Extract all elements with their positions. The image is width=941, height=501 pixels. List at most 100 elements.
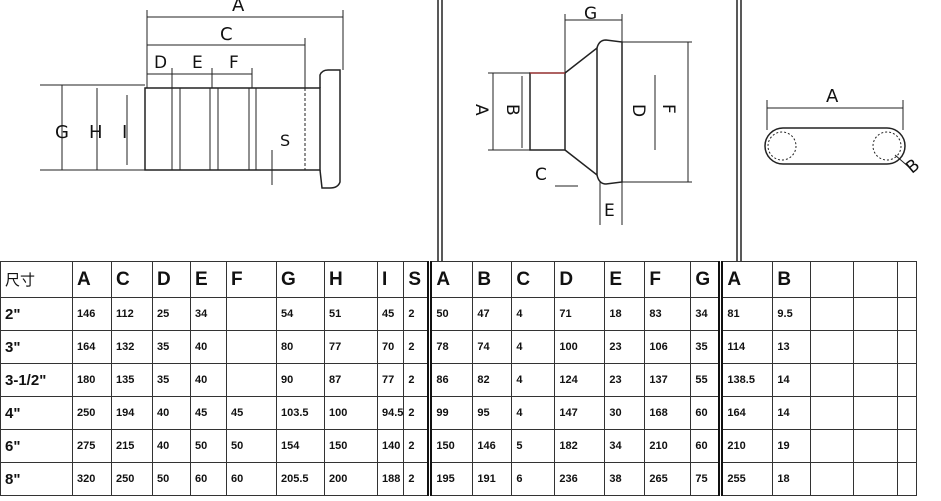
- value-cell: 83: [644, 297, 692, 331]
- dim-label: F: [658, 104, 678, 114]
- value-cell: 4: [511, 396, 556, 430]
- value-cell: 2: [403, 330, 430, 364]
- value-cell: 50: [152, 462, 191, 496]
- value-cell: 80: [276, 330, 325, 364]
- value-cell: 164: [72, 330, 112, 364]
- value-cell: B: [472, 261, 513, 298]
- value-cell: [810, 429, 855, 463]
- value-cell: [897, 396, 918, 430]
- value-cell: F: [226, 261, 277, 298]
- size-cell: 8": [0, 462, 73, 496]
- value-cell: D: [152, 261, 191, 298]
- value-cell: G: [276, 261, 325, 298]
- value-cell: 19: [772, 429, 812, 463]
- value-cell: 146: [72, 297, 112, 331]
- value-cell: 150: [324, 429, 378, 463]
- value-cell: 275: [72, 429, 112, 463]
- value-cell: 90: [276, 363, 325, 397]
- value-cell: 2: [403, 462, 430, 496]
- value-cell: 18: [604, 297, 646, 331]
- value-cell: 14: [772, 363, 812, 397]
- value-cell: 45: [226, 396, 277, 430]
- value-cell: [897, 462, 918, 496]
- value-cell: 74: [472, 330, 513, 364]
- value-cell: 50: [226, 429, 277, 463]
- value-cell: 150: [427, 429, 474, 463]
- value-cell: 77: [324, 330, 378, 364]
- value-cell: I: [376, 261, 405, 298]
- value-cell: 35: [690, 330, 721, 364]
- value-cell: 200: [324, 462, 378, 496]
- value-cell: [810, 396, 855, 430]
- value-cell: [226, 297, 277, 331]
- value-cell: 103.5: [276, 396, 325, 430]
- value-cell: 2: [403, 297, 430, 331]
- value-cell: 47: [472, 297, 513, 331]
- value-cell: S: [403, 261, 430, 298]
- value-cell: [853, 462, 899, 496]
- value-cell: 137: [644, 363, 692, 397]
- value-cell: 50: [427, 297, 474, 331]
- value-cell: 320: [72, 462, 112, 496]
- value-cell: [853, 363, 899, 397]
- value-cell: 124: [554, 363, 606, 397]
- value-cell: 6: [511, 462, 556, 496]
- value-cell: 255: [718, 462, 774, 496]
- value-cell: 14: [772, 396, 812, 430]
- value-cell: 112: [111, 297, 153, 331]
- dim-label: D: [154, 53, 167, 73]
- dim-label: E: [192, 53, 203, 73]
- value-cell: 100: [554, 330, 606, 364]
- value-cell: 100: [324, 396, 378, 430]
- value-cell: 99: [427, 396, 474, 430]
- dim-label: I: [122, 122, 127, 143]
- value-cell: 2: [403, 396, 430, 430]
- value-cell: [810, 330, 855, 364]
- value-cell: 82: [472, 363, 513, 397]
- dim-label: A: [471, 104, 491, 116]
- value-cell: H: [324, 261, 378, 298]
- value-cell: 106: [644, 330, 692, 364]
- dim-label: E: [604, 201, 615, 221]
- value-cell: 180: [72, 363, 112, 397]
- value-cell: 4: [511, 363, 556, 397]
- value-cell: A: [427, 261, 474, 298]
- value-cell: 182: [554, 429, 606, 463]
- value-cell: 40: [190, 330, 227, 364]
- value-cell: F: [644, 261, 692, 298]
- value-cell: D: [554, 261, 606, 298]
- value-cell: 18: [772, 462, 812, 496]
- value-cell: E: [604, 261, 646, 298]
- value-cell: 34: [690, 297, 721, 331]
- value-cell: 75: [690, 462, 721, 496]
- value-cell: 30: [604, 396, 646, 430]
- value-cell: 40: [152, 429, 191, 463]
- value-cell: [810, 462, 855, 496]
- size-cell: 3": [0, 330, 73, 364]
- value-cell: 2: [403, 429, 430, 463]
- value-cell: 13: [772, 330, 812, 364]
- dim-label: B: [502, 104, 522, 116]
- value-cell: 215: [111, 429, 153, 463]
- value-cell: 60: [226, 462, 277, 496]
- dim-label: C: [535, 165, 547, 185]
- value-cell: 45: [376, 297, 405, 331]
- value-cell: 40: [152, 396, 191, 430]
- value-cell: [810, 261, 855, 298]
- value-cell: 81: [718, 297, 774, 331]
- value-cell: 4: [511, 297, 556, 331]
- value-cell: 45: [190, 396, 227, 430]
- dim-label: B: [902, 155, 924, 178]
- value-cell: 38: [604, 462, 646, 496]
- value-cell: 154: [276, 429, 325, 463]
- value-cell: 35: [152, 330, 191, 364]
- dim-label: S: [280, 131, 290, 150]
- value-cell: 210: [644, 429, 692, 463]
- size-cell: 6": [0, 429, 73, 463]
- value-cell: 138.5: [718, 363, 774, 397]
- value-cell: 236: [554, 462, 606, 496]
- value-cell: 147: [554, 396, 606, 430]
